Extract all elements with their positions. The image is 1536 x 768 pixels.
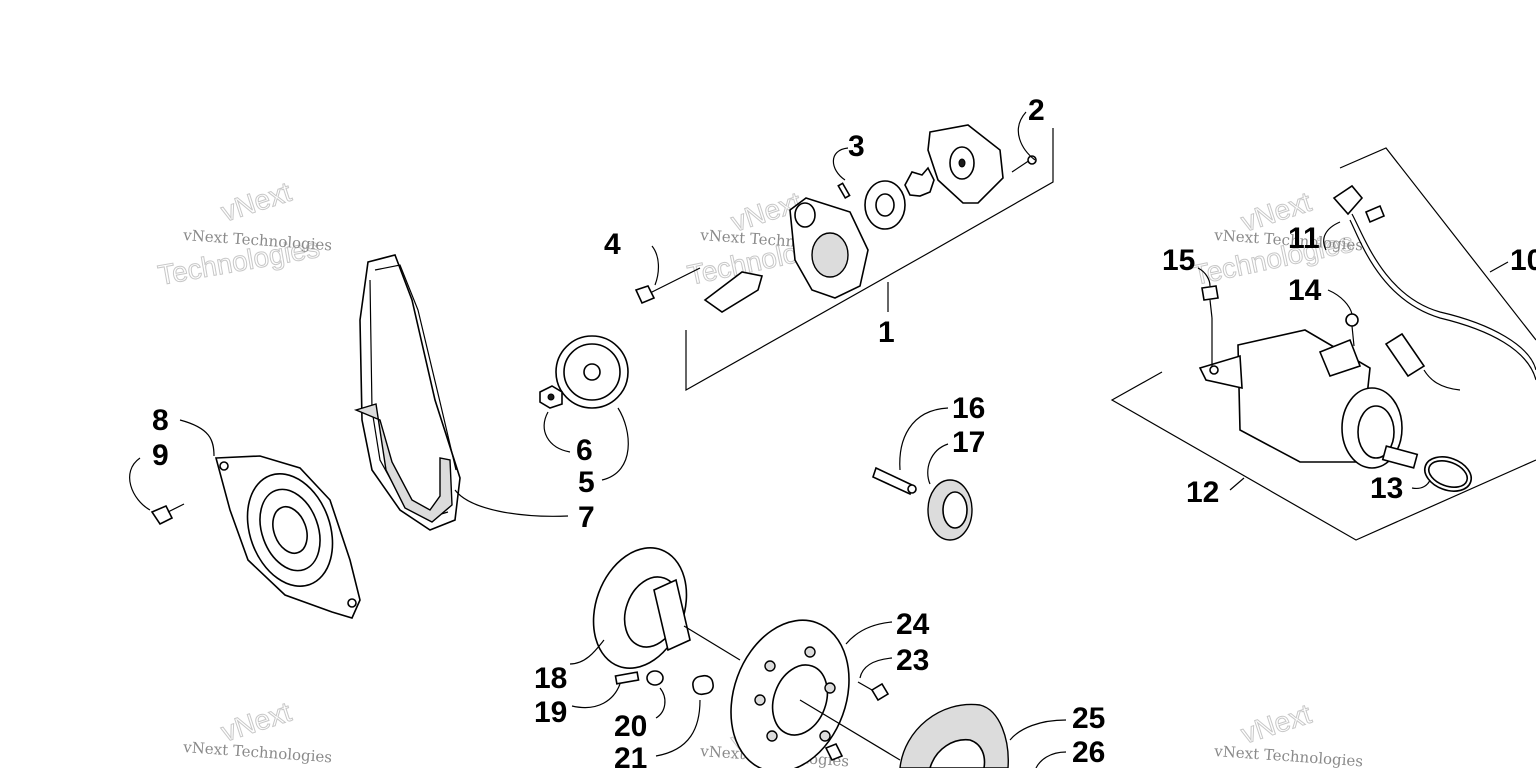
callout-8: 8 (152, 404, 169, 437)
callout-21: 21 (614, 742, 647, 768)
leader-6 (543, 411, 571, 453)
leader-11 (1323, 221, 1341, 251)
terminal-screw (1345, 313, 1359, 327)
leader-12 (1229, 477, 1245, 491)
leader-15 (1197, 267, 1211, 287)
assembly-bracket-1 (685, 128, 1054, 392)
leader-2 (1017, 111, 1036, 161)
clutch-roller (692, 674, 714, 696)
leader-26 (1035, 751, 1067, 768)
watermark-small: vNext Technologies (182, 738, 333, 766)
mount-bolt (1201, 285, 1219, 301)
clutch-hub-sleeve (653, 578, 691, 652)
watermark-small: vNext Technologies (1213, 742, 1364, 768)
callout-1: 1 (878, 316, 895, 349)
leader-21 (655, 699, 701, 757)
clutch-spring (614, 671, 640, 685)
outer-rotor-star (904, 166, 935, 197)
leader-20 (655, 687, 666, 719)
watermark-large-1: vNext (217, 696, 295, 748)
callout-24: 24 (896, 608, 930, 641)
starter-motor-assembly (1110, 147, 1536, 541)
callout-labels: 1 2 3 4 5 6 7 8 9 10 11 12 13 14 15 16 1… (152, 94, 1536, 768)
motor-terminal (1318, 338, 1362, 377)
leader-17 (927, 443, 949, 485)
leader-18 (569, 639, 605, 665)
starter-idle-gear (872, 407, 973, 541)
watermark-large-1: vNext (217, 176, 295, 228)
leader-16 (899, 407, 949, 471)
leader-24 (845, 621, 893, 645)
pump-shaft (703, 271, 764, 313)
callout-23: 23 (896, 644, 929, 677)
callout-13: 13 (1370, 472, 1403, 505)
bracket-12 (1110, 371, 1536, 541)
leader-7 (454, 489, 569, 517)
callout-4: 4 (604, 228, 621, 261)
callout-10: 10 (1510, 244, 1536, 277)
cover-bolt (150, 504, 174, 526)
leader-13 (1411, 479, 1431, 490)
callout-7: 7 (578, 501, 595, 534)
dowel-pin (837, 182, 851, 200)
callout-11: 11 (1288, 222, 1320, 255)
watermark-bottom-right: vNext vNext Technologies (1213, 698, 1364, 768)
mount-flange (1198, 354, 1243, 390)
leader-10 (1489, 261, 1509, 273)
leader-25 (1009, 719, 1067, 741)
callout-26: 26 (1072, 736, 1105, 768)
pump-screw (1027, 155, 1037, 165)
chain-cover (129, 419, 361, 619)
cable-connector (1384, 332, 1426, 378)
callout-6: 6 (576, 434, 593, 467)
callout-12: 12 (1186, 476, 1219, 509)
motor-shaft (1381, 445, 1419, 469)
starter-cable (1349, 219, 1536, 381)
leader-4 (651, 245, 659, 286)
leader-8 (179, 419, 215, 457)
watermark-large-1: vNext (1237, 698, 1315, 750)
gear-shaft (872, 466, 913, 496)
callout-25: 25 (1072, 702, 1105, 735)
leader-5 (601, 407, 629, 481)
flywheel-bolt (870, 682, 890, 702)
small-bolt (824, 742, 844, 762)
leader-9 (129, 457, 151, 511)
callout-2: 2 (1028, 94, 1045, 127)
cable-terminal (1364, 204, 1386, 224)
callout-20: 20 (614, 710, 647, 743)
oil-pump-assembly (634, 111, 1054, 392)
leader-14 (1327, 289, 1353, 315)
callout-15: 15 (1162, 244, 1195, 277)
watermark-top-left: vNext Technologies vNext Technologies (155, 176, 332, 292)
watermark-bottom-left: vNext vNext Technologies (182, 696, 333, 767)
pump-bolt-head (634, 285, 656, 305)
drive-chain (353, 254, 569, 531)
callout-3: 3 (848, 130, 865, 163)
cable-boot (1332, 184, 1364, 216)
leader-3 (832, 147, 849, 181)
callout-14: 14 (1288, 274, 1322, 307)
callout-9: 9 (152, 439, 169, 472)
callout-18: 18 (534, 662, 567, 695)
sprocket-assembly (539, 335, 629, 481)
callout-5: 5 (578, 466, 595, 499)
starter-clutch-assembly (569, 547, 1067, 768)
callout-16: 16 (952, 392, 985, 425)
leader-23 (859, 657, 893, 679)
clutch-plunger (646, 670, 664, 686)
watermark-top-right: vNext Technologies vNext Technologies (1189, 186, 1363, 292)
callout-17: 17 (952, 426, 985, 459)
bracket-10 (1339, 147, 1536, 341)
callout-19: 19 (534, 696, 567, 729)
leader-19 (571, 683, 621, 709)
